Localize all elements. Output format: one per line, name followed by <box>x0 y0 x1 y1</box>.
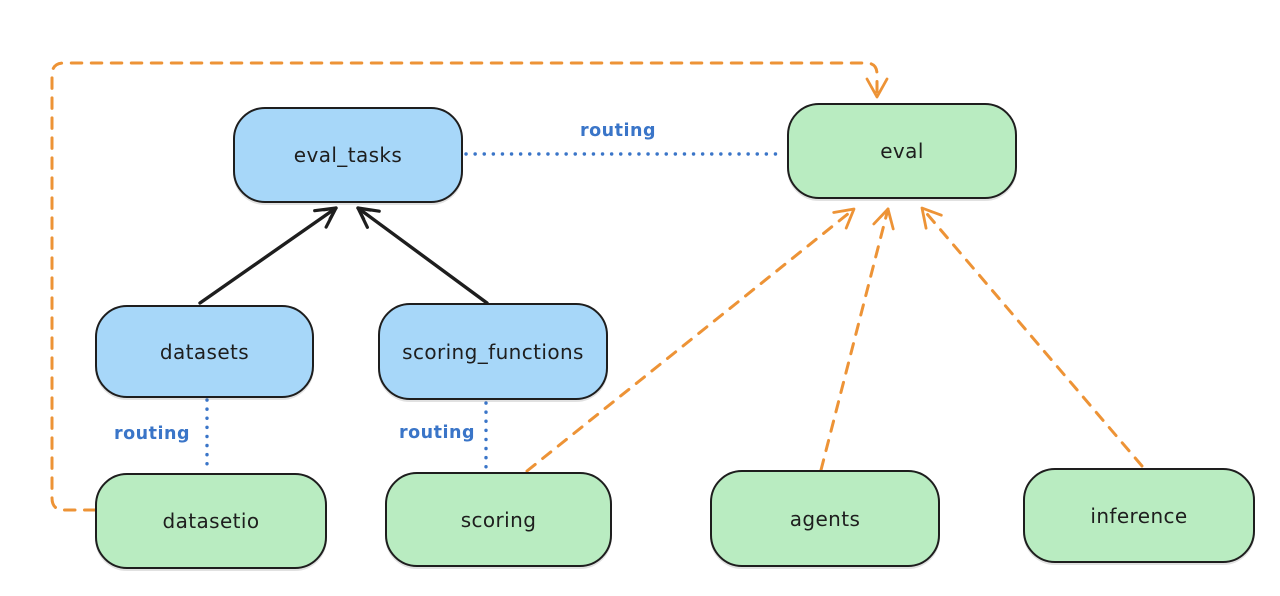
node-agents: agents <box>710 470 940 567</box>
node-label-scoring: scoring <box>460 507 537 532</box>
node-label-agents: agents <box>789 506 861 531</box>
node-datasetio: datasetio <box>95 473 327 569</box>
edge-label-routing-left: routing <box>114 424 190 444</box>
node-label-inference: inference <box>1090 503 1188 528</box>
node-label-eval_tasks: eval_tasks <box>293 143 403 167</box>
node-eval: eval <box>787 103 1017 199</box>
edge-datasetio-to-eval <box>50 61 889 512</box>
node-label-datasets: datasets <box>159 339 250 364</box>
edge-agents-to-eval <box>819 207 895 472</box>
node-datasets: datasets <box>95 305 314 398</box>
node-inference: inference <box>1023 468 1255 563</box>
node-label-eval: eval <box>880 139 924 163</box>
edge-label-routing-top: routing <box>580 121 656 141</box>
edge-inference-to-eval <box>920 206 1144 468</box>
node-eval_tasks: eval_tasks <box>233 107 463 203</box>
node-scoring: scoring <box>385 472 612 567</box>
edge-scoring_functions-to-eval_tasks <box>356 206 489 305</box>
node-label-scoring_functions: scoring_functions <box>402 339 584 364</box>
node-label-datasetio: datasetio <box>162 509 260 533</box>
node-scoring_functions: scoring_functions <box>378 303 608 400</box>
edge-label-routing-middle: routing <box>399 423 475 443</box>
edge-datasets-to-eval_tasks <box>198 206 338 305</box>
edge-scoring-to-eval <box>525 207 856 473</box>
